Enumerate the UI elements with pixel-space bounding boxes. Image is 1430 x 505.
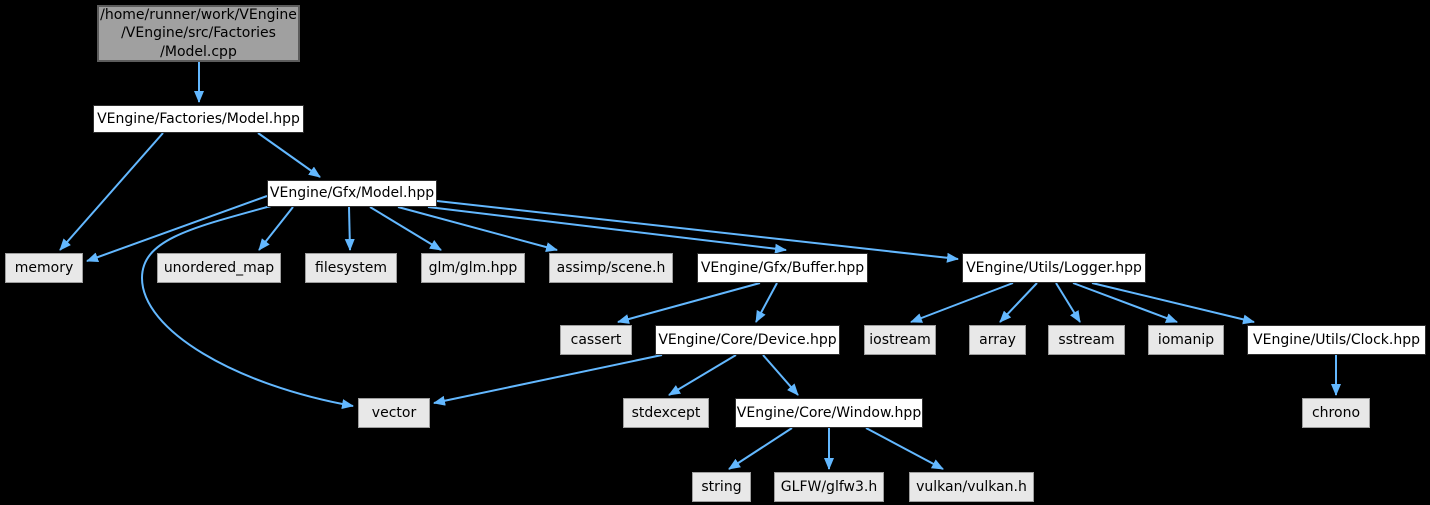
node-cassert: cassert bbox=[560, 325, 632, 355]
edge-gfx-buffer-hpp-to-core-device-hpp bbox=[755, 282, 778, 323]
edge-gfx-model-hpp-to-gfx-buffer-hpp bbox=[427, 206, 787, 254]
node-vector: vector bbox=[358, 398, 430, 428]
node-assimp-scene-h: assimp/scene.h bbox=[549, 253, 673, 283]
node-memory: memory bbox=[5, 253, 83, 283]
edge-utils-logger-hpp-to-sstream bbox=[1055, 282, 1081, 323]
edge-gfx-model-hpp-to-glm-glm-hpp bbox=[369, 206, 442, 251]
node-gfx-buffer-hpp[interactable]: VEngine/Gfx/Buffer.hpp bbox=[697, 253, 868, 283]
edge-factories-model-hpp-to-memory bbox=[59, 132, 164, 251]
edge-gfx-model-hpp-to-unordered-map bbox=[258, 206, 294, 251]
node-unordered-map: unordered_map bbox=[157, 253, 281, 283]
node-iomanip: iomanip bbox=[1148, 325, 1224, 355]
node-chrono: chrono bbox=[1302, 398, 1370, 428]
node-vulkan-vulkan-h: vulkan/vulkan.h bbox=[909, 472, 1034, 502]
edge-core-device-hpp-to-core-window-hpp bbox=[762, 354, 799, 396]
edge-gfx-model-hpp-to-utils-logger-hpp bbox=[436, 200, 959, 263]
edge-utils-logger-hpp-to-array bbox=[999, 282, 1038, 323]
node-sstream: sstream bbox=[1048, 325, 1125, 355]
edge-factories-model-hpp-to-gfx-model-hpp bbox=[257, 132, 321, 178]
edge-core-device-hpp-to-stdexcept bbox=[668, 354, 737, 396]
node-array: array bbox=[969, 325, 1026, 355]
node-string: string bbox=[692, 472, 751, 502]
edge-core-device-hpp-to-vector bbox=[433, 354, 663, 406]
edge-utils-logger-hpp-to-iomanip bbox=[1072, 282, 1178, 323]
node-factories-model-hpp[interactable]: VEngine/Factories/Model.hpp bbox=[93, 105, 304, 133]
node-filesystem: filesystem bbox=[305, 253, 397, 283]
edge-core-window-hpp-to-string bbox=[728, 427, 793, 470]
edge-gfx-buffer-hpp-to-cassert bbox=[617, 282, 761, 324]
node-iostream: iostream bbox=[864, 325, 936, 355]
node-glfw-glfw3-h: GLFW/glfw3.h bbox=[774, 472, 884, 502]
edge-core-window-hpp-to-vulkan-vulkan-h bbox=[865, 427, 944, 470]
node-core-window-hpp[interactable]: VEngine/Core/Window.hpp bbox=[735, 398, 923, 428]
edge-utils-logger-hpp-to-iostream bbox=[910, 282, 1014, 323]
node-gfx-model-hpp[interactable]: VEngine/Gfx/Model.hpp bbox=[267, 180, 437, 207]
edge-utils-logger-hpp-to-utils-clock-hpp bbox=[1091, 282, 1255, 325]
node-utils-clock-hpp[interactable]: VEngine/Utils/Clock.hpp bbox=[1247, 325, 1426, 355]
edge-gfx-model-hpp-to-filesystem bbox=[344, 206, 355, 251]
node-core-device-hpp[interactable]: VEngine/Core/Device.hpp bbox=[655, 325, 840, 355]
node-model-cpp: /home/runner/work/VEngine /VEngine/src/F… bbox=[97, 5, 300, 62]
node-utils-logger-hpp[interactable]: VEngine/Utils/Logger.hpp bbox=[962, 253, 1146, 283]
edge-gfx-model-hpp-to-memory bbox=[86, 195, 268, 262]
edge-gfx-model-hpp-to-vector bbox=[140, 205, 354, 409]
edge-gfx-model-hpp-to-assimp-scene-h bbox=[397, 206, 558, 252]
node-glm-glm-hpp: glm/glm.hpp bbox=[421, 253, 525, 283]
node-stdexcept: stdexcept bbox=[623, 398, 709, 428]
